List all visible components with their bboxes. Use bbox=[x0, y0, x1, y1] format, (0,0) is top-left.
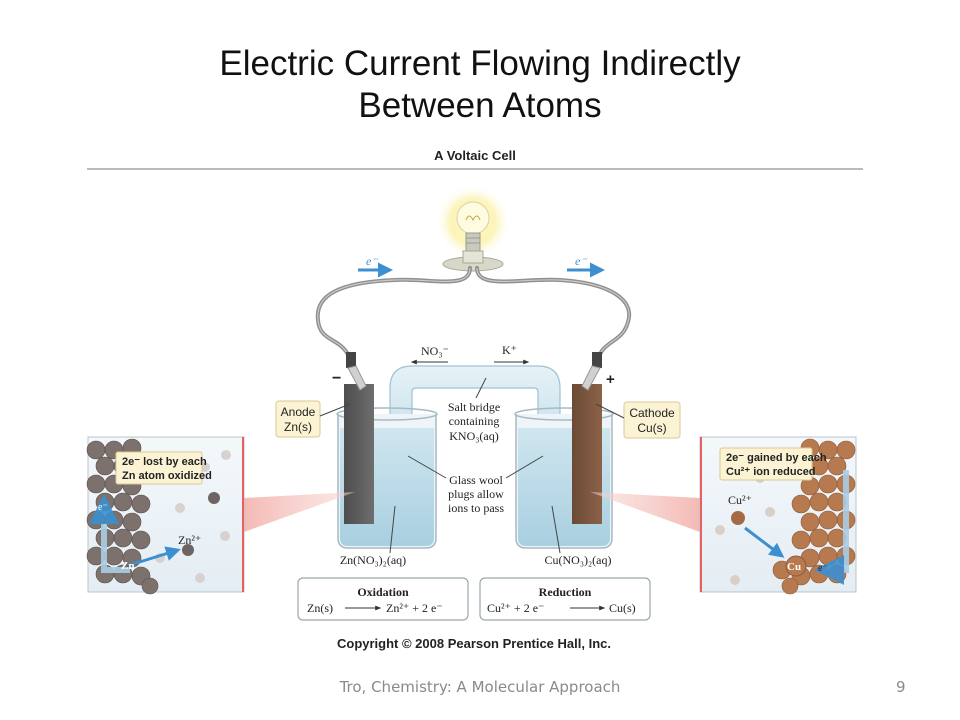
salt-bridge-line2: containing bbox=[449, 414, 500, 428]
anode-label-line2: Zn(s) bbox=[284, 420, 312, 434]
salt-bridge-line1: Salt bridge bbox=[448, 400, 500, 414]
salt-bridge-line3: KNO₃(aq) bbox=[449, 429, 499, 443]
oxidation-reactant: Zn(s) bbox=[307, 601, 333, 615]
right-inset-line2: Cu²⁺ ion reduced bbox=[726, 466, 816, 478]
left-inset-electron: e⁻ bbox=[98, 502, 108, 513]
glass-wool-line1: Glass wool bbox=[449, 473, 503, 487]
electron-label-left: e⁻ bbox=[366, 254, 379, 268]
oxidation-title: Oxidation bbox=[357, 585, 409, 599]
cathode-label-line1: Cathode bbox=[629, 406, 675, 420]
anode-label: Anode Zn(s) bbox=[275, 400, 351, 438]
page-number: 9 bbox=[896, 678, 906, 696]
slide-title-line2: Between Atoms bbox=[358, 86, 602, 125]
potassium-ion-label: K⁺ bbox=[502, 343, 517, 357]
slide-footer: Tro, Chemistry: A Molecular Approach bbox=[339, 678, 621, 696]
zoom-beam-left bbox=[244, 492, 355, 532]
solution-left-leader bbox=[389, 505, 396, 554]
solution-left-label: Zn(NO₃)₂(aq) bbox=[340, 553, 406, 567]
left-inset-line1: 2e⁻ lost by each bbox=[122, 456, 207, 468]
left-inset-zn-ion: Zn²⁺ bbox=[178, 533, 201, 547]
reduction-product: Cu(s) bbox=[609, 601, 636, 615]
zinc-electrode bbox=[344, 384, 374, 524]
salt-bridge-label: Salt bridge containing KNO₃(aq) bbox=[448, 377, 500, 443]
solution-right-label: Cu(NO₃)₂(aq) bbox=[544, 553, 611, 567]
right-inset-cu-atom: Cu bbox=[787, 561, 801, 573]
anode-label-line1: Anode bbox=[281, 405, 316, 419]
solution-right-leader bbox=[551, 505, 561, 554]
alligator-clip-right bbox=[581, 352, 602, 391]
glass-wool-line3: ions to pass bbox=[448, 501, 504, 515]
left-inset-line2: Zn atom oxidized bbox=[122, 470, 212, 482]
copyright-notice: Copyright © 2008 Pearson Prentice Hall, … bbox=[337, 636, 611, 651]
left-inset-zn-atom: Zn bbox=[121, 560, 134, 572]
zinc-oxidation-inset: 2e⁻ lost by each Zn atom oxidized e⁻ Zn²… bbox=[86, 436, 245, 595]
light-bulb-icon bbox=[435, 184, 511, 272]
cathode-label: Cathode Cu(s) bbox=[595, 401, 681, 439]
electron-label-right: e⁻ bbox=[575, 254, 588, 268]
negative-terminal-sign: − bbox=[332, 370, 341, 387]
right-inset-electron: e⁻ bbox=[818, 563, 828, 574]
reduction-title: Reduction bbox=[539, 585, 592, 599]
cathode-label-line2: Cu(s) bbox=[637, 421, 666, 435]
reduction-box: Reduction Cu²⁺ + 2 e⁻ Cu(s) bbox=[479, 577, 651, 621]
oxidation-box: Oxidation Zn(s) Zn²⁺ + 2 e⁻ bbox=[297, 577, 469, 621]
copper-reduction-inset: 2e⁻ gained by each Cu²⁺ ion reduced Cu²⁺… bbox=[699, 436, 857, 595]
oxidation-product: Zn²⁺ + 2 e⁻ bbox=[386, 601, 443, 615]
copper-electrode bbox=[572, 384, 602, 524]
right-inset-cu-ion: Cu²⁺ bbox=[728, 493, 752, 507]
reduction-reactant: Cu²⁺ + 2 e⁻ bbox=[487, 601, 544, 615]
right-inset-line1: 2e⁻ gained by each bbox=[726, 452, 827, 464]
zoom-beam-right bbox=[590, 492, 700, 532]
figure-heading: A Voltaic Cell bbox=[434, 148, 516, 163]
nitrate-ion-label: NO₃⁻ bbox=[421, 344, 449, 358]
glass-wool-line2: plugs allow bbox=[448, 487, 504, 501]
alligator-clip-left bbox=[346, 352, 367, 391]
positive-terminal-sign: + bbox=[606, 371, 615, 388]
slide-title-line1: Electric Current Flowing Indirectly bbox=[219, 44, 741, 83]
glass-wool-label: Glass wool plugs allow ions to pass bbox=[407, 455, 544, 515]
